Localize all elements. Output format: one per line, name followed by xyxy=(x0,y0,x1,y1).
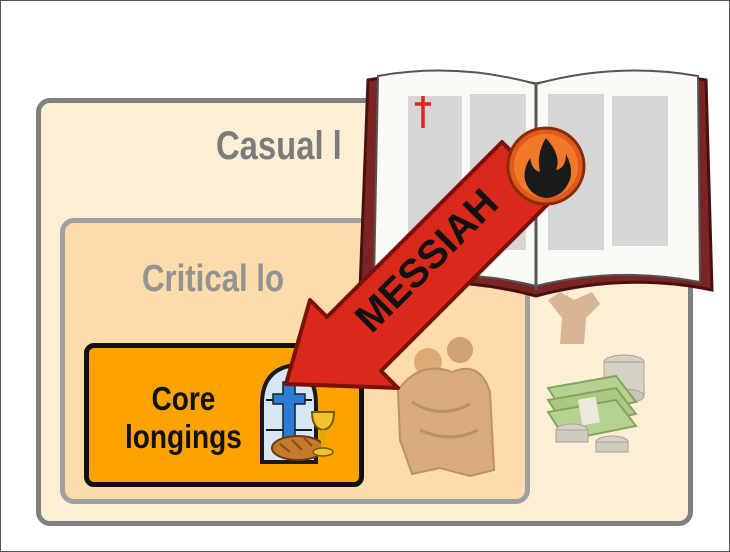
faded-figure-icon xyxy=(548,292,600,344)
flame-badge-icon xyxy=(508,128,584,204)
money-stack-icon xyxy=(548,355,644,452)
embracing-people-icon xyxy=(398,337,494,476)
